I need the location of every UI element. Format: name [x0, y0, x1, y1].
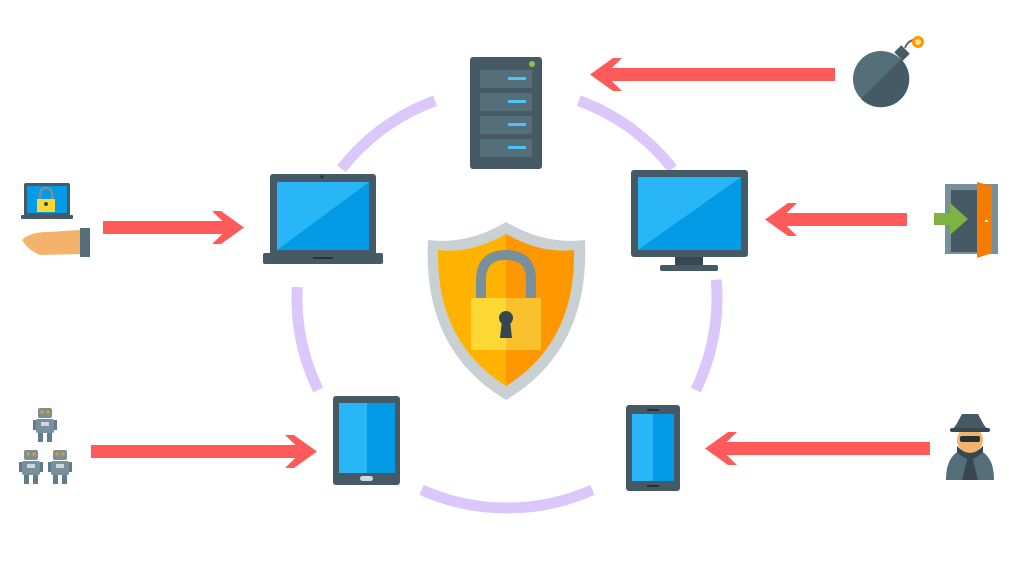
- shield-lock-icon: [427, 222, 586, 400]
- ring-arc: [419, 484, 595, 514]
- monitor-icon: [631, 170, 748, 271]
- ring-arc: [291, 286, 324, 393]
- arrow-spy-to-phone: [705, 432, 930, 465]
- robot-icon: [33, 408, 57, 442]
- network-ring: [291, 95, 723, 514]
- laptop-icon: [263, 174, 383, 264]
- arrow-hand-to-laptop: [103, 211, 244, 244]
- ring-arc: [337, 95, 438, 173]
- tablet-icon: [333, 396, 400, 485]
- ring-arc: [690, 279, 723, 393]
- door-entry-icon: [934, 182, 998, 258]
- server-icon: [470, 57, 542, 169]
- arrow-door-to-monitor: [765, 203, 907, 236]
- arrow-bomb-to-server: [590, 58, 835, 91]
- robot-botnet-icon: [19, 408, 72, 484]
- ring-arc: [576, 95, 677, 173]
- smartphone-icon: [626, 405, 680, 491]
- bomb-icon: [853, 36, 924, 108]
- hand-holding-locked-laptop-icon: [21, 183, 90, 257]
- robot-icon: [48, 450, 72, 484]
- threat-arrows: [91, 58, 930, 468]
- spy-hacker-icon: [946, 414, 994, 480]
- robot-icon: [19, 450, 43, 484]
- arrow-robots-to-tablet: [91, 435, 317, 468]
